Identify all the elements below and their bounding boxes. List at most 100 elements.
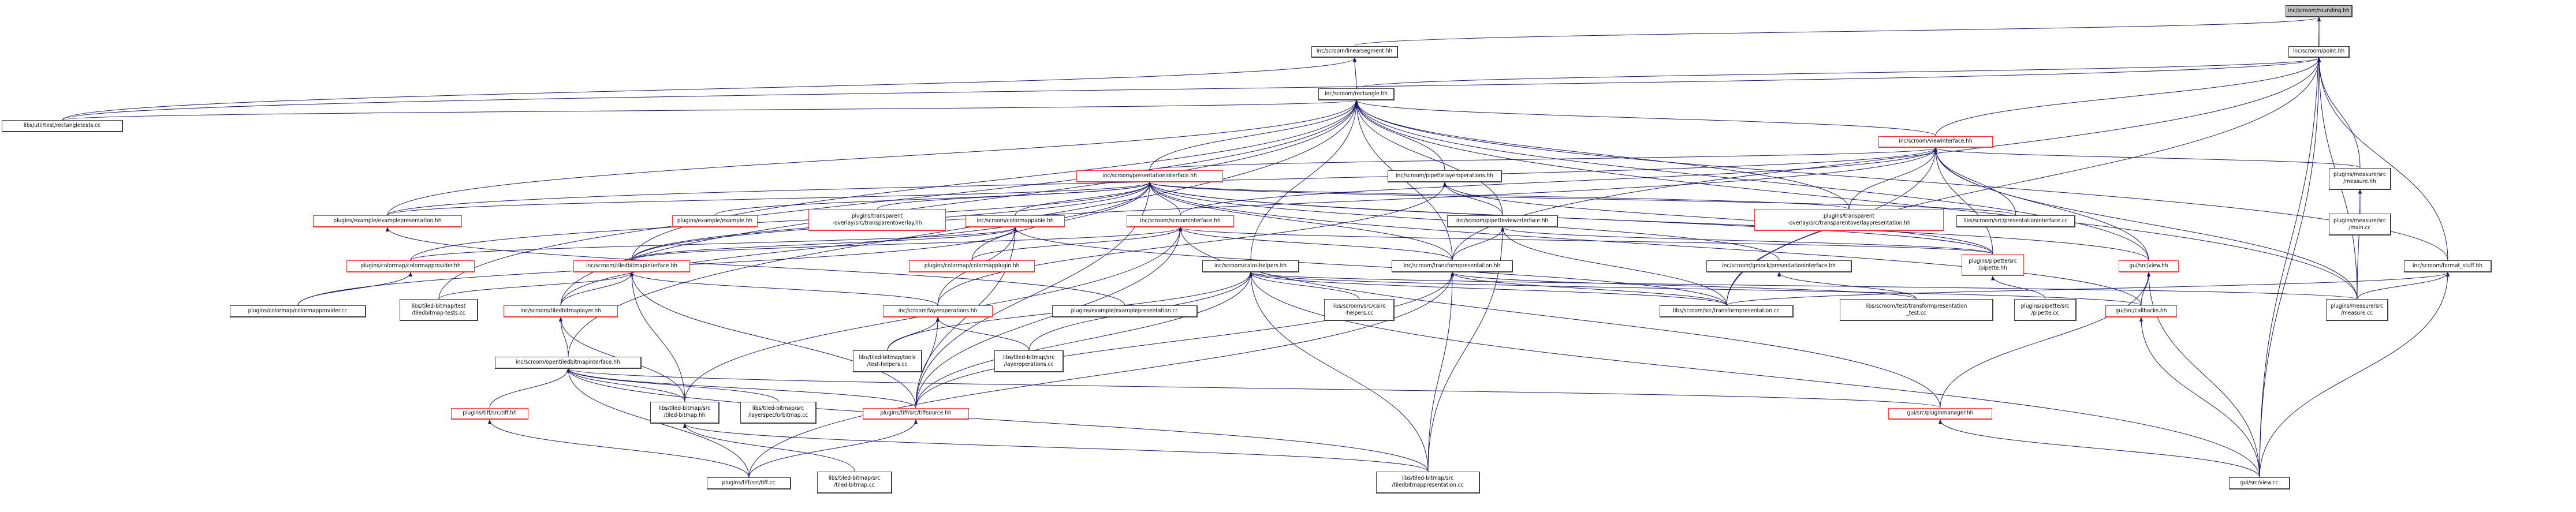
edge-transformpresentation_cc-to-pipetteviewinterface	[1500, 227, 1727, 306]
edge-tiffsource-to-tiledbitmapinterface	[629, 272, 916, 408]
node-pipette-cc[interactable]: plugins/pipette/src /pipette.cc	[2014, 299, 2077, 322]
node-label: inc/scroom/transformpresentation.hh	[1403, 262, 1501, 269]
node-format-stuff[interactable]: inc/scroom/format_stuff.hh	[2404, 260, 2492, 272]
node-tiff-cc[interactable]: plugins/tiff/src/tiff.cc	[707, 477, 791, 490]
edge-examplepresentation_hh-to-rectangle	[387, 99, 1359, 216]
edge-linearsegment-to-rounding	[1354, 17, 2321, 46]
node-examplepresentation-hh[interactable]: plugins/example/examplepresentation.hh	[313, 215, 462, 227]
node-transformpresentation-test[interactable]: libs/scroom/test/transformpresentation _…	[1840, 299, 1993, 322]
node-tiledbitmapinterface[interactable]: inc/scroom/tiledbitmapinterface.hh	[573, 260, 690, 272]
node-label: gui/src/view.cc	[2240, 480, 2279, 487]
node-layeroperations[interactable]: inc/scroom/layeroperations.hh	[883, 305, 993, 317]
edge-pipetteviewinterface-to-pipettelayeroperations	[1442, 182, 1503, 216]
node-callbacks[interactable]: gui/src/callbacks.hh	[2105, 305, 2177, 317]
node-rectangletests[interactable]: libs/util/test/rectangletests.cc	[2, 119, 123, 132]
edge-pipette_hh-to-pipettelayeroperations	[1442, 182, 1993, 255]
edge-pipette_hh-to-scroominterface	[1179, 227, 1993, 255]
edge-tiledbitmaplayer-to-tiledbitmapinterface	[560, 272, 634, 306]
node-transformpresentation-cc[interactable]: libs/scroom/src/transformpresentation.cc	[1660, 305, 1794, 317]
node-label: inc/scroom/tiledbitmapinterface.hh	[586, 262, 677, 269]
edge-layeroperations-to-tiledbitmapinterface	[629, 272, 938, 306]
node-label: plugins/colormap/colormapplugin.hh	[924, 262, 1020, 269]
node-colormapplugin[interactable]: plugins/colormap/colormapplugin.hh	[909, 260, 1035, 272]
node-label: plugins/colormap/colormapprovider.cc	[248, 307, 348, 314]
edge-pipetteviewinterface-to-rectangle	[1354, 99, 1503, 216]
edge-transformpresentation_cc-to-colormappable	[1013, 227, 1727, 306]
node-label: plugins/pipette/src /pipette.cc	[2020, 302, 2070, 316]
node-layerspecforbitmap[interactable]: libs/tiled-bitmap/src /layerspecforbitma…	[740, 401, 817, 424]
edge-colormapprovider_hh-to-presentationinterface	[410, 182, 1152, 261]
node-transformpresentation[interactable]: inc/scroom/transformpresentation.hh	[1392, 260, 1513, 272]
node-measure-hh[interactable]: plugins/measure/src /measure.hh	[2329, 167, 2391, 190]
edge-tiff_cc-to-tiffsource	[748, 419, 918, 478]
edge-transparentoverlaypresentation-to-viewinterface	[1848, 147, 1938, 210]
node-opentiledbitmapinterface[interactable]: inc/scroom/opentiledbitmapinterface.hh	[495, 356, 642, 369]
edge-transparentoverlay-to-presentationinterface	[877, 182, 1152, 210]
edge-transformpresentation_test-to-gmockpresentationinterface	[1777, 272, 1917, 300]
node-label: libs/scroom/src/transformpresentation.cc	[1673, 307, 1780, 314]
node-pluginmanager[interactable]: gui/src/pluginmanager.hh	[1888, 408, 1992, 420]
node-measure-cc[interactable]: plugins/measure/src /measure.cc	[2326, 299, 2388, 322]
node-viewinterface[interactable]: inc/scroom/viewinterface.hh	[1878, 136, 1993, 148]
node-presentationinterface-cc[interactable]: libs/scroom/src/presentationinterface.cc	[1956, 215, 2075, 227]
node-colormappable[interactable]: inc/scroom/colormappable.hh	[965, 215, 1065, 227]
node-testhelpers[interactable]: libs/tiled-bitmap/tools /test-helpers.cc	[853, 350, 922, 373]
node-label: gui/src/pluginmanager.hh	[1907, 410, 1974, 417]
node-label: plugins/tiff/src/tiff.cc	[722, 480, 776, 487]
node-rectangle[interactable]: inc/scroom/rectangle.hh	[1318, 88, 1395, 100]
edge-pluginmanager-to-scroominterface	[1178, 227, 1941, 408]
node-label: inc/scroom/viewinterface.hh	[1899, 138, 1973, 145]
node-view-cc[interactable]: gui/src/view.cc	[2229, 477, 2290, 490]
node-presentationinterface[interactable]: inc/scroom/presentationinterface.hh	[1076, 170, 1223, 182]
node-layeroperations-cc[interactable]: libs/tiled-bitmap/src /layeroperations.c…	[994, 350, 1064, 373]
node-label: libs/tiled-bitmap/src /layeroperations.c…	[1002, 354, 1055, 368]
node-tiledbitmaptests[interactable]: libs/tiled-bitmap/test /tiledbitmap-test…	[400, 299, 478, 322]
node-gmockpresentationinterface[interactable]: inc/scroom/gmock/presentationinterface.h…	[1706, 260, 1852, 272]
node-example-hh[interactable]: plugins/example/example.hh	[672, 215, 758, 227]
edge-opentiledbitmapinterface-to-rectangle	[568, 99, 1359, 357]
node-linearsegment[interactable]: inc/scroom/linearsegment.hh	[1311, 46, 1398, 58]
edge-tiledbitmapinterface-to-colormappable	[631, 227, 1017, 261]
node-tiledbitmap-hh[interactable]: libs/tiled-bitmap/src /tiled-bitmap.hh	[650, 401, 720, 424]
node-colormapprovider-cc[interactable]: plugins/colormap/colormapprovider.cc	[230, 305, 366, 317]
node-cairohelpers[interactable]: inc/scroom/cairo-helpers.hh	[1202, 260, 1299, 272]
node-label: inc/scroom/presentationinterface.hh	[1102, 173, 1197, 179]
edge-callbacks-to-presentationinterface	[1147, 182, 2142, 306]
node-label: inc/scroom/point.hh	[2292, 48, 2345, 55]
edge-measure_cc-to-rectangle	[1354, 99, 2358, 300]
node-pipettelayeroperations[interactable]: inc/scroom/pipettelayeroperations.hh	[1388, 170, 1502, 182]
node-pipette-hh[interactable]: plugins/pipette/src /pipette.hh	[1962, 254, 2024, 276]
node-measure-main[interactable]: plugins/measure/src /main.cc	[2329, 214, 2391, 236]
edge-presentationinterface-to-viewinterface	[1149, 147, 1937, 171]
node-pipetteviewinterface[interactable]: inc/scroom/pipetteviewinterface.hh	[1447, 215, 1558, 227]
node-tiff-hh[interactable]: plugins/tiff/src/tiff.hh	[451, 408, 528, 420]
edge-tiff_cc-to-tiff_hh	[487, 419, 750, 478]
node-transparentoverlay[interactable]: plugins/transparent -overlay/src/transpa…	[808, 209, 946, 231]
node-cairohelpers-cc[interactable]: libs/scroom/src/cairo -helpers.cc	[1324, 299, 1395, 322]
node-examplepresentation-cc[interactable]: plugins/example/examplepresentation.cc	[1052, 305, 1198, 317]
node-transparentoverlaypresentation[interactable]: plugins/transparent -overlay/src/transpa…	[1754, 209, 1944, 231]
node-colormapprovider-hh[interactable]: plugins/colormap/colormapprovider.hh	[346, 260, 475, 272]
node-view-hh[interactable]: gui/src/view.hh	[2119, 260, 2179, 272]
node-tiledbitmappresentation[interactable]: libs/tiled-bitmap/src /tiledbitmappresen…	[1376, 471, 1480, 494]
node-label: libs/tiled-bitmap/src /tiledbitmappresen…	[1392, 475, 1464, 489]
node-label: inc/scroom/gmock/presentationinterface.h…	[1722, 262, 1836, 269]
edge-tiledbitmapinterface-to-rectangle	[631, 99, 1359, 261]
edge-transformpresentation_cc-to-format_stuff	[1726, 272, 2450, 306]
node-point[interactable]: inc/scroom/point.hh	[2288, 46, 2350, 58]
node-tiledbitmaplayer[interactable]: inc/scroom/tiledbitmaplayer.hh	[504, 305, 618, 317]
node-label: inc/scroom/rectangle.hh	[1325, 90, 1388, 97]
edge-format_stuff-to-point	[2317, 57, 2448, 261]
node-label: inc/scroom/cairo-helpers.hh	[1214, 262, 1287, 269]
edge-scroominterface-to-presentationinterface	[1147, 182, 1181, 216]
node-tiffsource[interactable]: plugins/tiff/src/tiffsource.hh	[863, 408, 969, 420]
node-scroominterface[interactable]: inc/scroom/scroominterface.hh	[1127, 215, 1234, 227]
edge-rectangle-to-linearsegment	[1352, 57, 1357, 88]
node-label: plugins/measure/src /main.cc	[2333, 217, 2386, 231]
node-label: plugins/example/examplepresentation.hh	[333, 217, 442, 224]
edge-transformpresentation_cc-to-point	[1726, 57, 2321, 306]
node-rounding[interactable]: inc/scroom/rounding.hh	[2286, 5, 2353, 17]
node-tiledbitmap-cc[interactable]: libs/tiled-bitmap/src /tiled-bitmap.cc	[817, 471, 892, 494]
edge-tiledbitmapinterface-to-scroominterface	[631, 227, 1182, 261]
